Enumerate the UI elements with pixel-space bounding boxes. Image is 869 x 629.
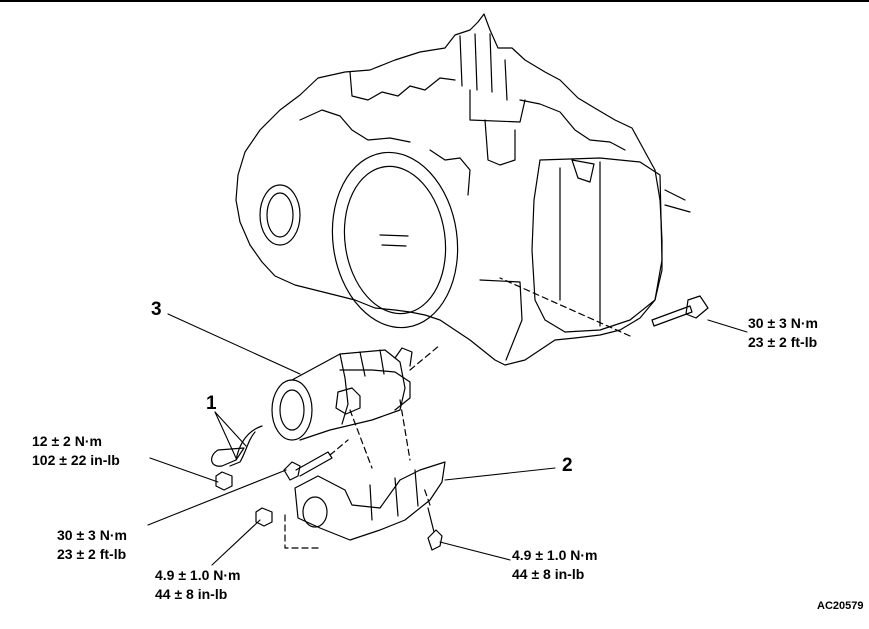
torque-imperial: 23 ± 2 ft-lb [748, 334, 818, 350]
transaxle-housing [235, 13, 691, 366]
leader-item-2 [444, 467, 556, 481]
torque-imperial: 102 ± 22 in-lb [32, 452, 120, 468]
torque-label-lower-bolt: 30 ± 3 N·m 23 ± 2 ft-lb [57, 526, 127, 564]
torque-imperial: 23 ± 2 ft-lb [57, 546, 127, 562]
torque-metric: 30 ± 3 N·m [748, 315, 818, 331]
callout-number-3: 3 [151, 299, 162, 320]
torque-label-terminal-nut: 12 ± 2 N·m 102 ± 22 in-lb [32, 432, 120, 470]
starter-bracket [284, 399, 446, 549]
callout-number-2: 2 [562, 455, 573, 476]
torque-label-upper-bolt: 30 ± 3 N·m 23 ± 2 ft-lb [748, 314, 818, 352]
leader-bracket-bolt [439, 541, 511, 561]
leader-lower-bolt [147, 469, 287, 526]
torque-imperial: 44 ± 8 in-lb [155, 586, 228, 602]
lower-mounting-bolt [283, 439, 349, 481]
torque-label-bracket-bolt: 4.9 ± 1.0 N·m 44 ± 8 in-lb [512, 546, 598, 584]
bracket-bolt [423, 487, 443, 551]
leader-bracket-nut [211, 519, 261, 566]
torque-metric: 4.9 ± 1.0 N·m [155, 567, 241, 583]
torque-metric: 30 ± 3 N·m [57, 527, 127, 543]
callout-number-1: 1 [206, 393, 217, 414]
leader-terminal-nut [149, 457, 219, 483]
starter-cable [211, 425, 263, 467]
leader-item-1a [214, 411, 237, 459]
leader-lines [147, 313, 748, 566]
upper-mounting-bolt [499, 277, 709, 337]
leader-item-1b [214, 411, 247, 447]
leader-upper-bolt [707, 319, 748, 333]
torque-imperial: 44 ± 8 in-lb [512, 566, 585, 582]
terminal-nut [215, 471, 233, 491]
starter-motor [271, 344, 441, 441]
bracket-nut [255, 507, 273, 527]
torque-label-bracket-nut: 4.9 ± 1.0 N·m 44 ± 8 in-lb [155, 566, 241, 604]
figure-code: AC20579 [817, 600, 864, 612]
torque-metric: 12 ± 2 N·m [32, 433, 102, 449]
leader-item-3 [167, 313, 301, 375]
torque-metric: 4.9 ± 1.0 N·m [512, 547, 598, 563]
